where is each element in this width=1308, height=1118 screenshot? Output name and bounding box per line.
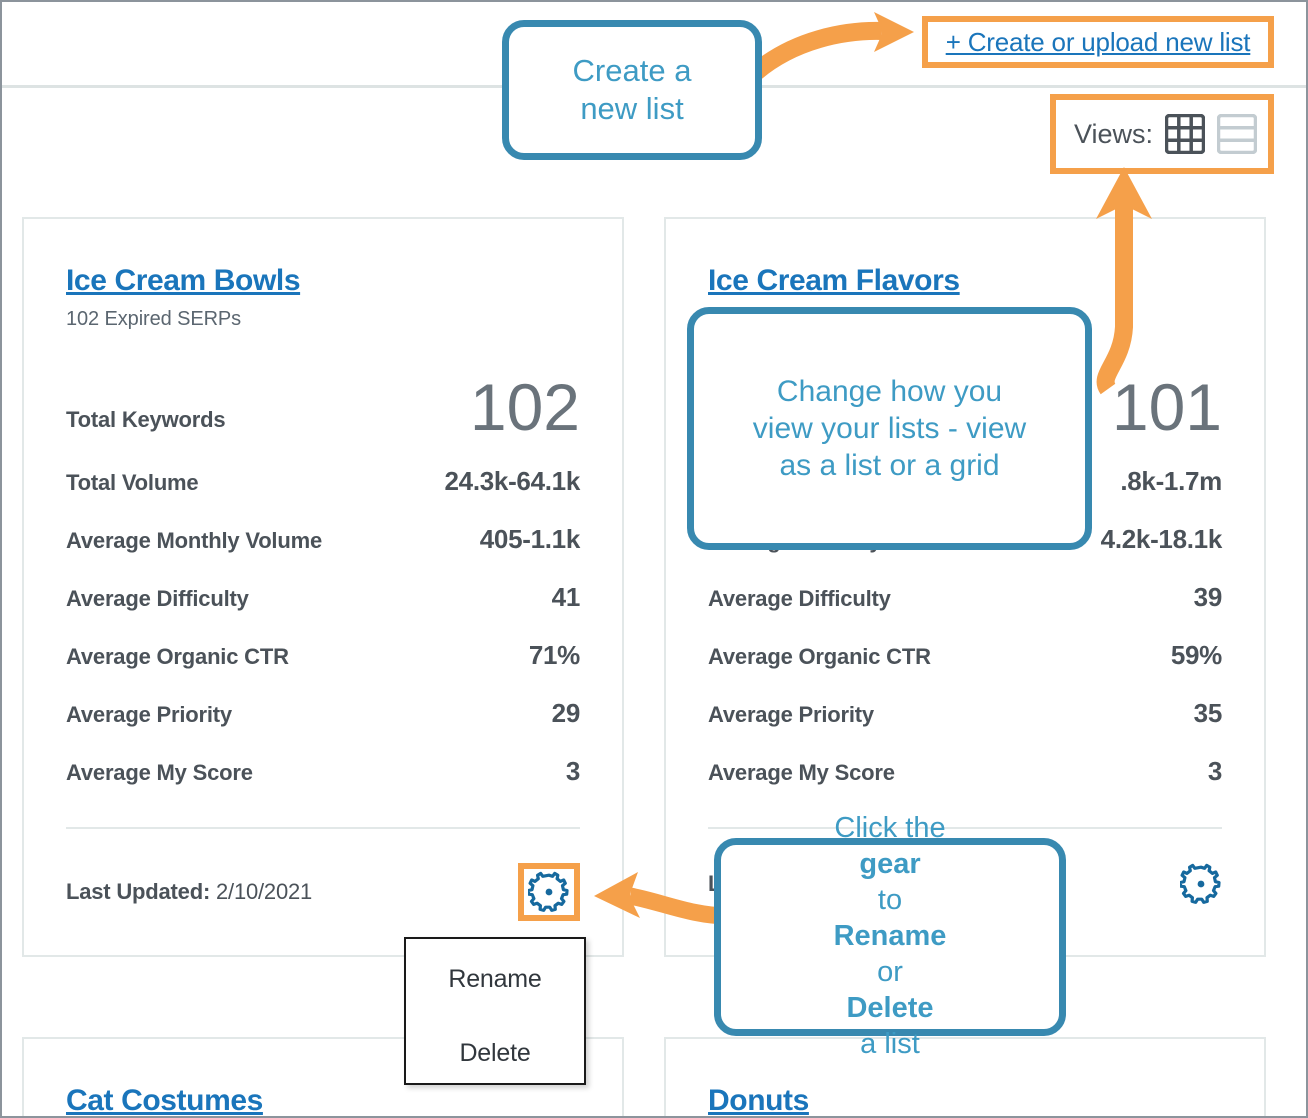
- card-divider: [66, 827, 580, 829]
- stat-value: .8k-1.7m: [1120, 466, 1222, 496]
- callout-line-3: Delete a list: [834, 991, 947, 1063]
- card-inner: Cat Costumes 98 Expired SERPs: [24, 1039, 622, 1117]
- arrow-to-gear-icon: [594, 872, 729, 925]
- create-or-upload-new-list-link[interactable]: + Create or upload new list: [945, 26, 1251, 57]
- stat-label: Average My Score: [708, 760, 895, 785]
- stat-label: Total Volume: [66, 470, 199, 495]
- gear-dropdown-menu[interactable]: Rename Delete: [404, 937, 586, 1085]
- list-view-icon[interactable]: [1216, 113, 1258, 155]
- callout-seg: to: [877, 884, 903, 917]
- menu-item-rename[interactable]: Rename: [448, 965, 542, 993]
- stat-row: Average Difficulty 39: [708, 582, 1222, 613]
- stat-value: 405-1.1k: [479, 524, 581, 554]
- stat-row: Total Volume 24.3k-64.1k: [66, 466, 580, 497]
- stat-row: Average Priority 29: [66, 698, 580, 729]
- last-updated-value: 2/10/2021: [216, 879, 313, 904]
- stat-value: 39: [1193, 582, 1223, 612]
- card-inner: Donuts 85 Expired SERPs: [666, 1039, 1264, 1117]
- callout-line-1: Create a: [572, 52, 692, 88]
- callout-click-gear: Click the gear to Rename or Delete a lis…: [714, 812, 1066, 1060]
- stat-label: Average Priority: [708, 702, 874, 727]
- callout-line-3: as a list or a grid: [779, 449, 1000, 483]
- menu-item-delete[interactable]: Delete: [459, 1039, 531, 1067]
- stat-row: Average Organic CTR 59%: [708, 640, 1222, 671]
- callout-change-view: Change how you view your lists - view as…: [687, 307, 1092, 550]
- card-footer: Last Updated: 2/10/2021: [66, 863, 580, 921]
- stat-row: Average Priority 35: [708, 698, 1222, 729]
- stat-value: 3: [1207, 756, 1222, 786]
- arrow-to-views-switcher: [1096, 167, 1152, 395]
- stat-row: Average Monthly Volume 405-1.1k: [66, 524, 580, 555]
- stat-value: 4.2k-18.1k: [1100, 524, 1223, 554]
- gear-button-highlight: [518, 863, 580, 921]
- create-or-upload-new-list-highlight: + Create or upload new list: [922, 16, 1274, 68]
- stat-row: Average My Score 3: [708, 756, 1222, 787]
- stat-label: Average Difficulty: [66, 586, 249, 611]
- callout-line-2: new list: [580, 91, 684, 126]
- total-keywords-label: Total Keywords: [66, 407, 226, 432]
- stat-row: Average Organic CTR 71%: [66, 640, 580, 671]
- card-title-link[interactable]: Ice Cream Flavors: [708, 264, 960, 297]
- callout-create-new-list: Create a new list: [502, 20, 762, 160]
- stat-value: 29: [551, 698, 581, 728]
- callout-text: Change how you view your lists - view as…: [753, 373, 1026, 485]
- callout-seg: or: [877, 955, 903, 988]
- list-card-ice-cream-bowls[interactable]: Ice Cream Bowls 102 Expired SERPs Total …: [22, 217, 624, 957]
- total-keywords-value: 102: [469, 370, 580, 445]
- callout-line-1: Click the gear to: [834, 811, 947, 919]
- stat-value: 59%: [1170, 640, 1222, 670]
- gear-icon[interactable]: [1178, 863, 1222, 905]
- stat-value: 71%: [528, 640, 580, 670]
- card-title-link[interactable]: Ice Cream Bowls: [66, 264, 301, 297]
- stat-row: Average Difficulty 41: [66, 582, 580, 613]
- card-title-link[interactable]: Donuts: [708, 1084, 809, 1117]
- card-title-link[interactable]: Cat Costumes: [66, 1084, 263, 1117]
- last-updated: Last Updated: 2/10/2021: [66, 879, 312, 905]
- total-keywords-row: Total Keywords 102: [66, 370, 580, 445]
- stat-value: 24.3k-64.1k: [444, 466, 581, 496]
- grid-view-icon[interactable]: [1164, 113, 1206, 155]
- stat-label: Average My Score: [66, 760, 253, 785]
- stat-value: 3: [565, 756, 580, 786]
- arrow-to-create-link: [750, 12, 914, 80]
- stat-label: Average Organic CTR: [708, 644, 931, 669]
- card-subtitle: 102 Expired SERPs: [66, 308, 242, 330]
- callout-seg: Click the: [834, 812, 946, 845]
- callout-line-2: view your lists - view: [752, 411, 1027, 445]
- stat-label: Average Difficulty: [708, 586, 891, 611]
- stat-label: Average Priority: [66, 702, 232, 727]
- stat-value: 41: [551, 582, 581, 612]
- gear-icon[interactable]: [526, 871, 570, 913]
- total-keywords-value: 101: [1111, 370, 1222, 445]
- callout-text: Click the gear to Rename or Delete a lis…: [834, 811, 947, 1063]
- callout-text: Create a new list: [573, 52, 692, 129]
- views-switcher-highlight: Views:: [1050, 94, 1274, 174]
- card-divider: [708, 827, 1222, 829]
- callout-seg: a list: [860, 1027, 920, 1060]
- stat-row: Average My Score 3: [66, 756, 580, 787]
- callout-seg-bold: gear: [859, 848, 921, 881]
- stat-label: Average Organic CTR: [66, 644, 289, 669]
- list-card-donuts[interactable]: Donuts 85 Expired SERPs: [664, 1037, 1266, 1117]
- callout-line-2: Rename or: [834, 919, 947, 991]
- views-label: Views:: [1074, 118, 1154, 149]
- callout-line-1: Change how you: [776, 374, 1003, 408]
- stat-label: Average Monthly Volume: [66, 528, 322, 553]
- stat-value: 35: [1193, 698, 1223, 728]
- callout-seg-bold: Rename: [833, 920, 947, 953]
- card-inner: Ice Cream Bowls 102 Expired SERPs Total …: [24, 219, 622, 955]
- callout-seg-bold: Delete: [846, 991, 934, 1024]
- last-updated-label: Last Updated:: [66, 879, 211, 904]
